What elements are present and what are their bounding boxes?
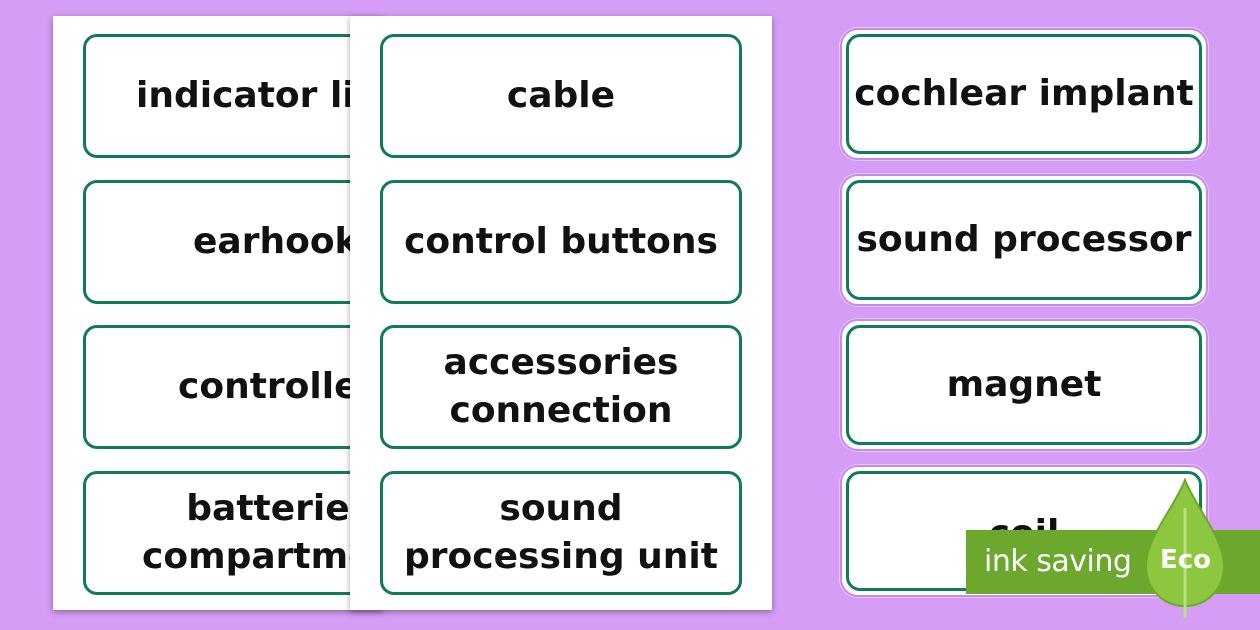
loose-card: sound processor — [840, 174, 1208, 306]
card-label: indicator light — [136, 75, 383, 117]
back-sheet: indicator light earhook controller batte… — [53, 16, 383, 610]
word-card: controller — [83, 325, 383, 449]
loose-card: cochlear implant — [840, 28, 1208, 160]
card-label: sound processor — [856, 219, 1192, 261]
ink-saving-label: ink saving — [984, 544, 1132, 579]
card-label: control buttons — [404, 221, 718, 263]
card-label: batteries compartment — [142, 488, 383, 577]
eco-leaf-icon — [1144, 478, 1226, 618]
word-card: control buttons — [380, 180, 742, 304]
card-label: controller — [178, 366, 377, 408]
word-card: earhook — [83, 180, 383, 304]
word-card: sound processor — [846, 180, 1202, 300]
word-card: cable — [380, 34, 742, 158]
word-card: batteries compartment — [83, 471, 383, 595]
word-card: cochlear implant — [846, 34, 1202, 154]
card-label: accessories connection — [443, 342, 679, 431]
loose-card: magnet — [840, 319, 1208, 451]
word-card: sound processing unit — [380, 471, 742, 595]
card-label: earhook — [193, 221, 359, 263]
front-sheet: cable control buttons accessories connec… — [350, 16, 772, 610]
card-label: cable — [506, 75, 616, 117]
card-label: sound processing unit — [404, 488, 718, 577]
eco-label: Eco — [1160, 545, 1212, 575]
card-label: cochlear implant — [854, 73, 1194, 115]
word-card: accessories connection — [380, 325, 742, 449]
word-card: magnet — [846, 325, 1202, 445]
word-card: indicator light — [83, 34, 383, 158]
card-label: magnet — [946, 364, 1102, 406]
